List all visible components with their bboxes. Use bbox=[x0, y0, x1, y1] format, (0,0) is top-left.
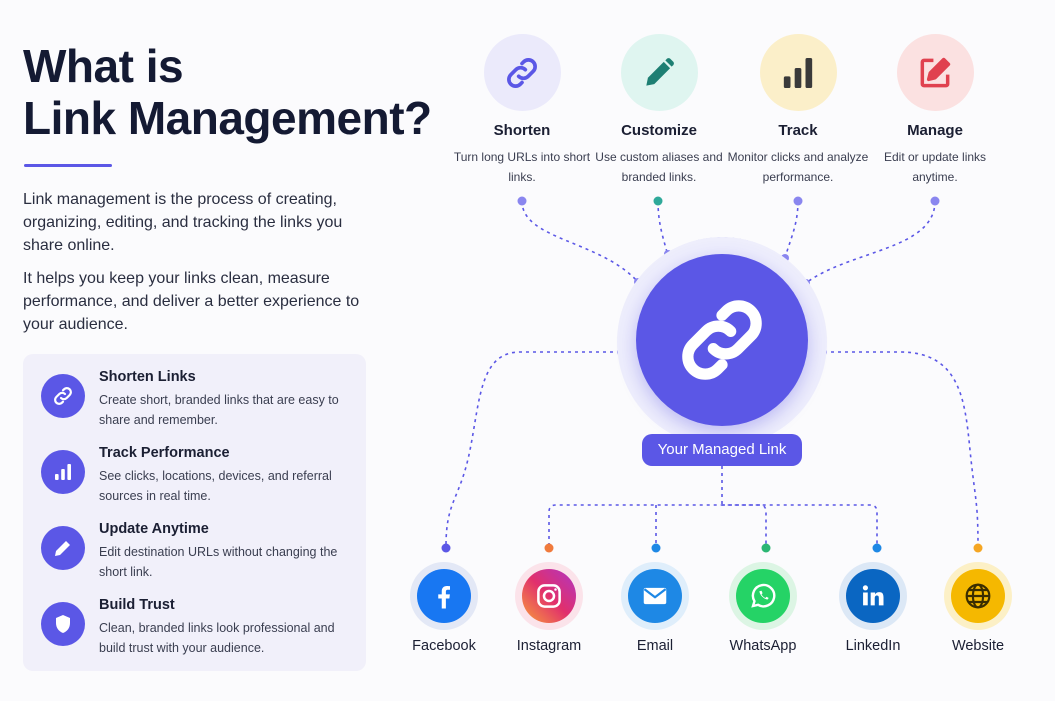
chain-link-icon bbox=[682, 300, 762, 380]
dot-manage bbox=[930, 196, 940, 206]
dot-shorten bbox=[517, 196, 527, 206]
step-title: Shorten bbox=[493, 122, 551, 139]
dot-track bbox=[793, 196, 803, 206]
channel-whatsapp[interactable]: WhatsApp bbox=[711, 562, 815, 654]
shield-icon bbox=[41, 602, 85, 646]
connector-website bbox=[824, 351, 979, 547]
facebook-icon bbox=[417, 569, 471, 623]
link-icon bbox=[483, 34, 561, 111]
hub-circle bbox=[636, 254, 808, 426]
page-title: What is Link Management? bbox=[23, 40, 453, 144]
title-underline bbox=[24, 164, 112, 167]
step-customize: Customize Use custom aliases and branded… bbox=[584, 34, 734, 187]
channel-instagram[interactable]: Instagram bbox=[497, 562, 601, 654]
feature-title: Track Performance bbox=[99, 445, 230, 461]
connector-facebook bbox=[445, 351, 620, 547]
linkedin-icon bbox=[846, 569, 900, 623]
channel-label: WhatsApp bbox=[729, 638, 797, 654]
pencil-icon bbox=[41, 526, 85, 570]
channel-label: Email bbox=[636, 638, 674, 654]
channel-facebook[interactable]: Facebook bbox=[392, 562, 496, 654]
channel-label: LinkedIn bbox=[845, 638, 901, 654]
feature-description: Create short, branded links that are eas… bbox=[99, 393, 339, 427]
channel-label: Instagram bbox=[516, 638, 582, 654]
step-title: Customize bbox=[621, 122, 697, 139]
whatsapp-icon bbox=[736, 569, 790, 623]
intro-text: Link management is the process of creati… bbox=[23, 188, 368, 336]
step-description: Turn long URLs into short links. bbox=[453, 150, 591, 184]
intro-paragraph-2: It helps you keep your links clean, meas… bbox=[23, 270, 360, 333]
channel-email[interactable]: Email bbox=[603, 562, 707, 654]
feature-title: Shorten Links bbox=[99, 369, 196, 385]
step-manage: Manage Edit or update links anytime. bbox=[860, 34, 1010, 187]
edit-icon bbox=[896, 34, 974, 111]
intro-paragraph-1: Link management is the process of creati… bbox=[23, 191, 343, 254]
feature-description: Clean, branded links look professional a… bbox=[99, 621, 335, 655]
pencil-icon bbox=[620, 34, 698, 111]
feature-description: See clicks, locations, devices, and refe… bbox=[99, 469, 332, 503]
channel-label: Website bbox=[951, 638, 1005, 654]
step-title: Track bbox=[778, 122, 818, 139]
globe-icon bbox=[951, 569, 1005, 623]
step-shorten: Shorten Turn long URLs into short links. bbox=[447, 34, 597, 187]
feature-description: Edit destination URLs without changing t… bbox=[99, 545, 338, 579]
bar-chart-icon bbox=[41, 450, 85, 494]
channel-website[interactable]: Website bbox=[926, 562, 1030, 654]
title-line-2: Link Management? bbox=[23, 92, 432, 144]
feature-shorten-links: Shorten Links Create short, branded link… bbox=[41, 369, 361, 446]
dot-website bbox=[973, 543, 983, 553]
dot-linkedin bbox=[872, 543, 882, 553]
instagram-icon bbox=[522, 569, 576, 623]
connector-manage bbox=[805, 200, 936, 284]
connector-customize bbox=[657, 200, 669, 257]
connector-track bbox=[784, 200, 799, 259]
hub-label: Your Managed Link bbox=[642, 434, 802, 466]
dot-facebook bbox=[441, 543, 451, 553]
title-line-1: What is bbox=[23, 40, 184, 92]
email-icon bbox=[628, 569, 682, 623]
step-description: Use custom aliases and branded links. bbox=[595, 150, 723, 184]
connector-bus bbox=[548, 504, 878, 546]
feature-track-performance: Track Performance See clicks, locations,… bbox=[41, 445, 361, 522]
connector-whatsapp bbox=[722, 504, 767, 546]
connector-shorten bbox=[521, 200, 639, 283]
step-description: Edit or update links anytime. bbox=[883, 150, 987, 184]
feature-update-anytime: Update Anytime Edit destination URLs wit… bbox=[41, 521, 361, 598]
step-title: Manage bbox=[907, 122, 963, 139]
dot-instagram bbox=[544, 543, 554, 553]
features-panel: Shorten Links Create short, branded link… bbox=[23, 354, 366, 671]
bar-chart-icon bbox=[759, 34, 837, 111]
dot-whatsapp bbox=[761, 543, 771, 553]
dot-customize bbox=[653, 196, 663, 206]
dot-email bbox=[651, 543, 661, 553]
step-description: Monitor clicks and analyze performance. bbox=[727, 150, 869, 184]
step-track: Track Monitor clicks and analyze perform… bbox=[723, 34, 873, 187]
channel-linkedin[interactable]: LinkedIn bbox=[821, 562, 925, 654]
feature-title: Update Anytime bbox=[99, 521, 209, 537]
channel-label: Facebook bbox=[412, 638, 476, 654]
link-icon bbox=[41, 374, 85, 418]
feature-title: Build Trust bbox=[99, 597, 175, 613]
feature-build-trust: Build Trust Clean, branded links look pr… bbox=[41, 597, 361, 674]
